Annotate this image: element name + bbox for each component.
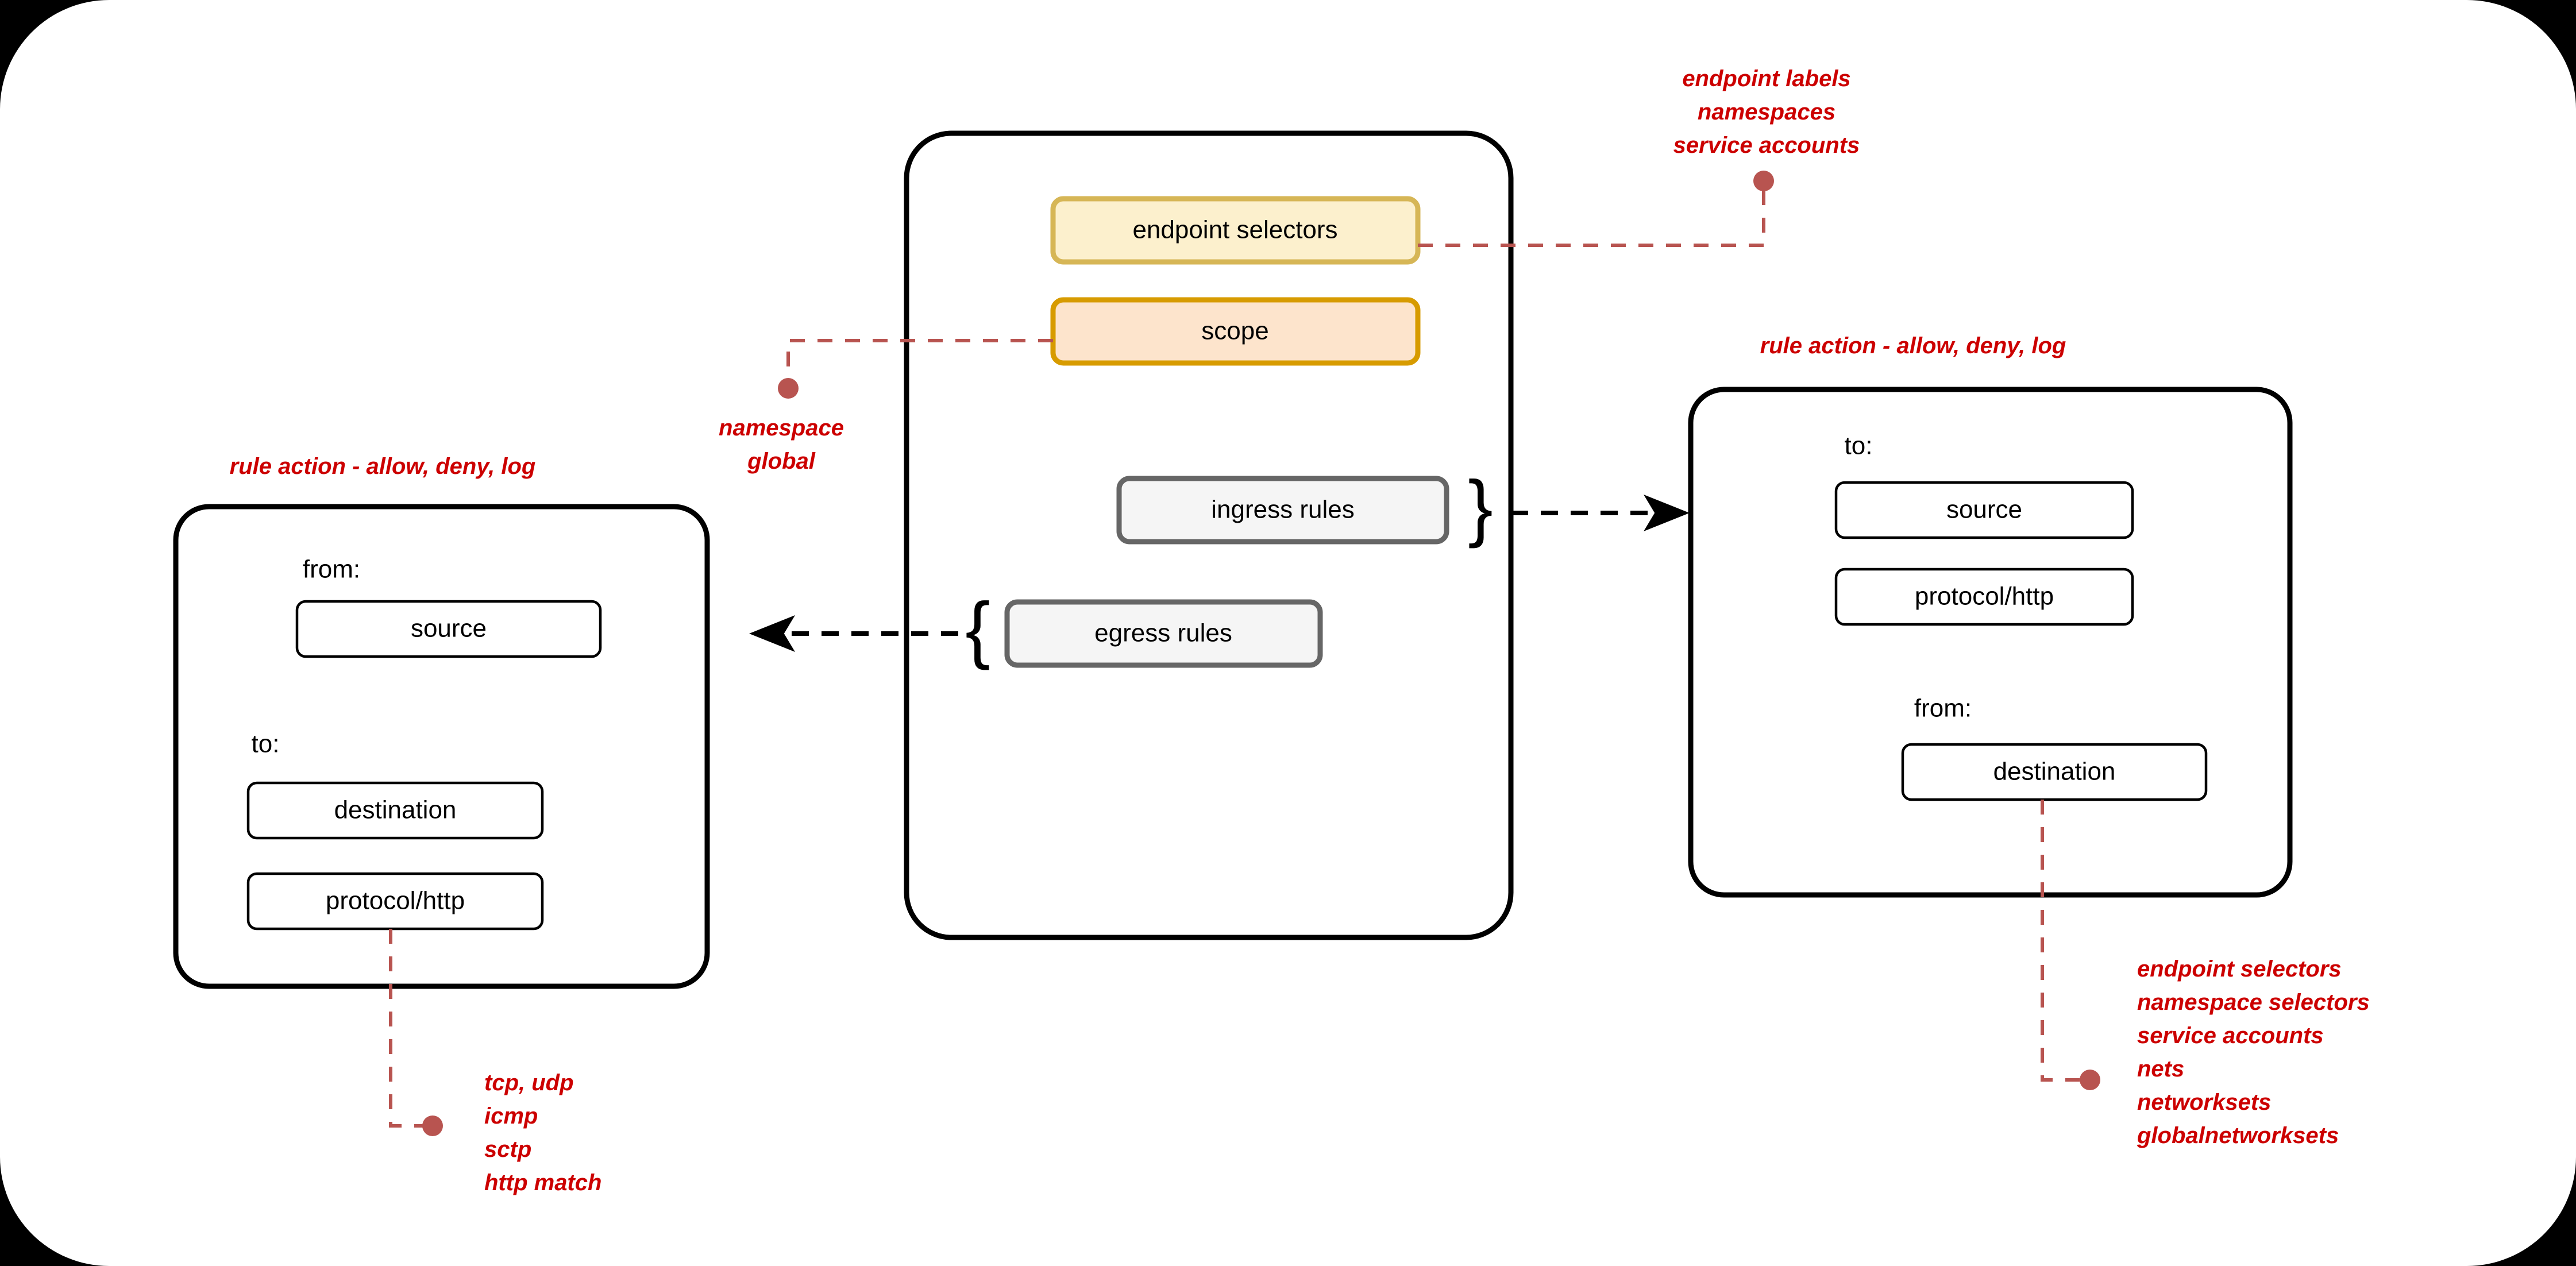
left-destination-label: destination: [334, 796, 457, 824]
annotation-endpoint-selectors: endpoint selectors: [2137, 956, 2342, 982]
right-box-destination[interactable]: destination: [1901, 743, 2208, 801]
annotation-scope: namespace global: [719, 339, 1053, 474]
destination-connector: [2041, 800, 2080, 1082]
scope-label: scope: [1201, 317, 1268, 345]
annotation-networksets: networksets: [2137, 1090, 2271, 1115]
left-source-label: source: [411, 615, 487, 643]
left-source-box[interactable]: [295, 600, 602, 658]
box-egress-rules[interactable]: egress rules: [1004, 599, 1323, 668]
endpoint-selectors-connector: [1418, 183, 1765, 247]
left-protocol-http-box[interactable]: [246, 872, 544, 931]
scope-box[interactable]: [1050, 297, 1421, 366]
ingress-rules-box[interactable]: [1116, 476, 1449, 545]
ingress-rule-panel: rule action - allow, deny, log to: sourc…: [1688, 333, 2293, 898]
left-box-protocol-http[interactable]: protocol/http: [246, 872, 544, 931]
annotation-service-accounts-2: service accounts: [2137, 1023, 2324, 1048]
right-destination-label: destination: [1993, 758, 2116, 786]
right-destination-box[interactable]: [1901, 743, 2208, 801]
egress-rules-label: egress rules: [1094, 619, 1232, 647]
right-from-label: from:: [1914, 694, 1972, 723]
left-box-destination[interactable]: destination: [246, 781, 544, 840]
left-protocol-http-label: protocol/http: [326, 887, 465, 915]
right-source-label: source: [1946, 496, 2022, 524]
annotation-sctp: sctp: [484, 1137, 531, 1162]
annotation-endpoint-selectors: endpoint labels namespaces service accou…: [1418, 66, 1860, 247]
right-to-label: to:: [1845, 432, 1873, 460]
left-panel-heading: rule action - allow, deny, log: [230, 454, 536, 479]
annotation-tcp-udp: tcp, udp: [484, 1070, 574, 1095]
left-to-label: to:: [252, 730, 280, 758]
right-panel-heading: rule action - allow, deny, log: [1760, 333, 2066, 358]
egress-brace: {: [965, 586, 990, 670]
annotation-icmp: icmp: [484, 1103, 538, 1129]
right-protocol-http-box[interactable]: [1834, 568, 2134, 626]
left-destination-box[interactable]: [246, 781, 544, 840]
box-scope[interactable]: scope: [1050, 297, 1421, 366]
ingress-rules-label: ingress rules: [1211, 496, 1354, 524]
destination-connector-dot: [2080, 1070, 2100, 1090]
annotation-nets: nets: [2137, 1056, 2184, 1082]
egress-rule-panel: rule action - allow, deny, log from: sou…: [173, 454, 710, 989]
left-box-source[interactable]: source: [295, 600, 602, 658]
ingress-panel-outline: [1688, 387, 2293, 898]
policy-container: endpoint selectors scope ingress rules }…: [904, 130, 1514, 940]
box-endpoint-selectors[interactable]: endpoint selectors: [1050, 196, 1421, 265]
annotation-protocol-http: tcp, udp icmp sctp http match: [389, 929, 601, 1195]
right-box-protocol-http[interactable]: protocol/http: [1834, 568, 2134, 626]
scope-connector: [786, 339, 1053, 386]
annotation-global: global: [747, 449, 816, 474]
annotation-endpoint-labels: endpoint labels: [1682, 66, 1850, 91]
annotation-namespace-selectors: namespace selectors: [2137, 990, 2370, 1015]
annotation-namespaces: namespaces: [1698, 99, 1835, 125]
egress-rules-box[interactable]: [1004, 599, 1323, 668]
ingress-brace: }: [1468, 465, 1493, 549]
endpoint-selectors-connector-dot: [1753, 171, 1774, 191]
annotation-globalnetworksets: globalnetworksets: [2137, 1123, 2339, 1148]
annotation-service-accounts: service accounts: [1673, 133, 1860, 158]
annotation-http-match: http match: [484, 1170, 601, 1195]
protocol-http-connector-dot: [422, 1116, 443, 1136]
box-ingress-rules[interactable]: ingress rules: [1116, 476, 1449, 545]
right-protocol-http-label: protocol/http: [1915, 582, 2054, 611]
endpoint-selectors-box[interactable]: [1050, 196, 1421, 265]
annotation-namespace: namespace: [719, 415, 844, 441]
endpoint-selectors-label: endpoint selectors: [1132, 216, 1337, 244]
left-from-label: from:: [303, 555, 360, 584]
annotation-destination: endpoint selectors namespace selectors s…: [2041, 800, 2370, 1148]
scope-connector-dot: [778, 378, 799, 399]
right-box-source[interactable]: source: [1834, 481, 2134, 539]
protocol-http-connector: [389, 929, 425, 1128]
right-source-box[interactable]: [1834, 481, 2134, 539]
